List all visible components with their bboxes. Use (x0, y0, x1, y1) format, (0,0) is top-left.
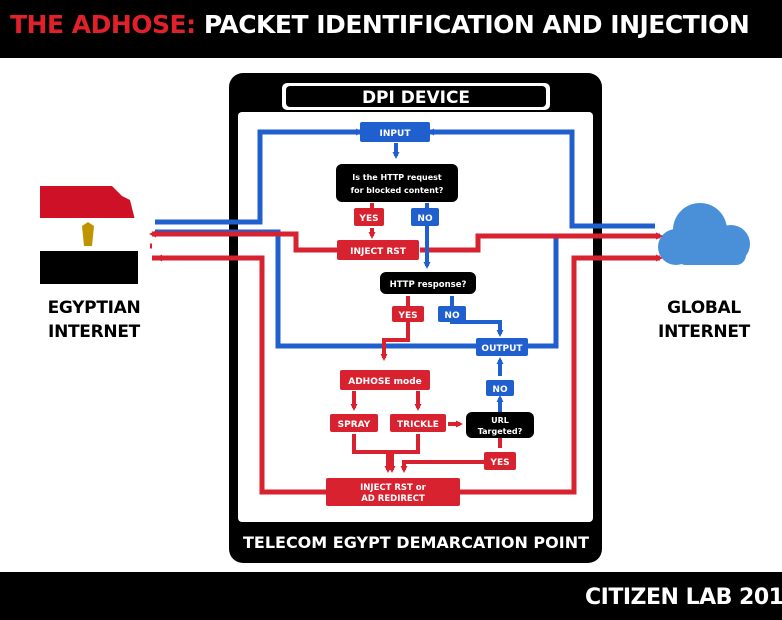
question-blocked-line1: Is the HTTP request (352, 173, 442, 182)
no-box-3 (486, 380, 514, 396)
url-targeted-line2: Targeted? (478, 427, 523, 436)
page-title: THE ADHOSE: PACKET IDENTIFICATION AND IN… (10, 10, 750, 39)
yes-box-2 (392, 306, 424, 322)
trickle-box (390, 414, 446, 432)
question-response-label: HTTP response? (390, 280, 467, 290)
adhose-mode-box (340, 370, 430, 390)
input-box (360, 122, 430, 142)
question-response-box (380, 272, 476, 294)
inject-rst-redirect-line1: INJECT RST or (360, 483, 427, 493)
yes-label-3: YES (489, 458, 509, 468)
egyptian-internet-line1: EGYPTIAN (47, 298, 141, 318)
spray-label: SPRAY (338, 420, 371, 430)
spray-box (330, 414, 378, 432)
egyptian-internet-line2: INTERNET (48, 322, 140, 342)
input-label: INPUT (380, 129, 412, 139)
egypt-flag-map-icon (40, 186, 138, 284)
yes-label-1: YES (358, 214, 378, 224)
question-blocked-box (336, 164, 458, 202)
footer-bar (0, 572, 782, 620)
cloud-icon (658, 203, 750, 265)
output-label: OUTPUT (481, 344, 523, 354)
yes-box-1 (354, 208, 384, 226)
output-box (476, 338, 528, 356)
title-rest: PACKET IDENTIFICATION AND INJECTION (195, 10, 750, 39)
url-targeted-line1: URL (491, 416, 509, 425)
no-label-3: NO (492, 385, 508, 395)
no-box-2 (438, 306, 466, 322)
question-blocked-line2: for blocked content? (351, 186, 444, 195)
inject-rst-redirect-line2: AD REDIRECT (361, 494, 425, 504)
dpi-device-title: DPI DEVICE (362, 88, 470, 108)
no-box-1 (411, 208, 439, 226)
inject-rst-redirect-box (326, 478, 460, 506)
egyptian-internet-label: EGYPTIAN INTERNET (34, 296, 154, 344)
url-targeted-box (466, 412, 534, 438)
global-internet-line1: GLOBAL (667, 298, 741, 318)
inject-rst-label: INJECT RST (350, 247, 407, 257)
no-label-2: NO (444, 311, 460, 321)
trickle-label: TRICKLE (397, 420, 439, 430)
global-internet-line2: INTERNET (658, 322, 750, 342)
no-label-1: NO (417, 214, 433, 224)
yes-box-3 (484, 452, 516, 470)
citizen-lab-credit: CITIZEN LAB 2018 (585, 585, 782, 610)
inject-rst-box (337, 240, 419, 260)
header-bar (0, 0, 782, 58)
title-accent: THE ADHOSE: (10, 10, 196, 39)
demarcation-point-label: TELECOM EGYPT DEMARCATION POINT (243, 533, 589, 552)
global-internet-label: GLOBAL INTERNET (654, 296, 754, 344)
yes-label-2: YES (397, 311, 417, 321)
adhose-mode-label: ADHOSE mode (348, 377, 422, 387)
